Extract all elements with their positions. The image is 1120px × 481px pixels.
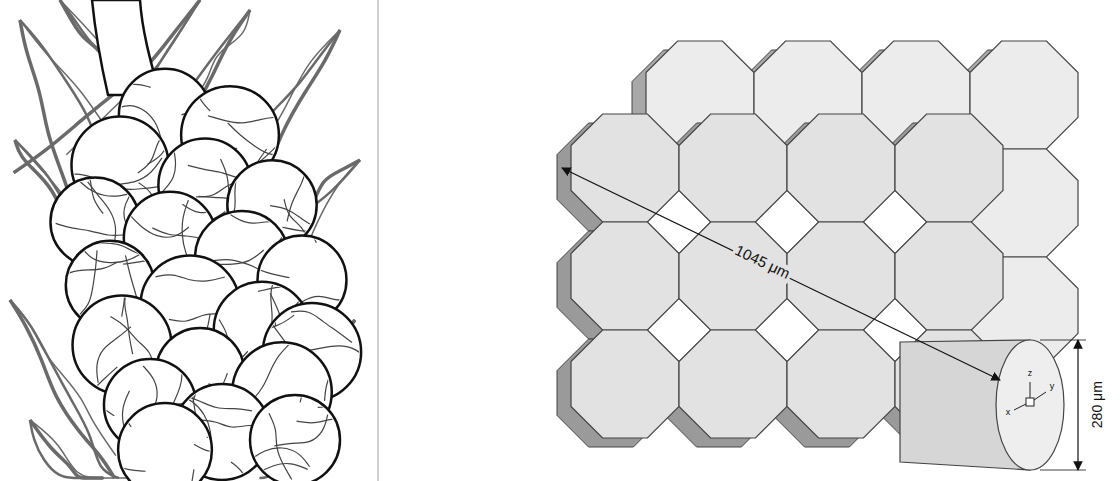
octagon-face	[679, 222, 787, 330]
honeycomb-model	[557, 41, 1086, 470]
extension-line	[1040, 340, 1086, 341]
octagon-face	[787, 330, 895, 438]
octagon-face	[895, 114, 1003, 222]
axis-label: x	[1004, 408, 1013, 418]
octagon-face	[787, 222, 895, 330]
octagon-face	[571, 330, 679, 438]
octagon-face	[679, 330, 787, 438]
dimension-line	[562, 168, 1000, 380]
octagon-face	[679, 114, 787, 222]
alveolus	[245, 338, 365, 481]
axis-label: y	[1048, 382, 1057, 392]
octagon-face	[571, 222, 679, 330]
dimension-line	[1077, 340, 1078, 470]
cylinder	[900, 340, 1064, 470]
alveolus	[70, 370, 276, 481]
octagon-face	[895, 222, 1003, 330]
axis-label: z	[1026, 369, 1035, 379]
divider	[377, 0, 379, 481]
octagon-face	[787, 114, 895, 222]
axis-triad	[1014, 382, 1046, 410]
cell-layer	[632, 41, 1078, 374]
octagon-face	[571, 114, 679, 222]
alveolar-sac	[10, 0, 414, 481]
extension-line	[1040, 470, 1086, 471]
dimension-label: 280 μm	[1089, 380, 1104, 431]
